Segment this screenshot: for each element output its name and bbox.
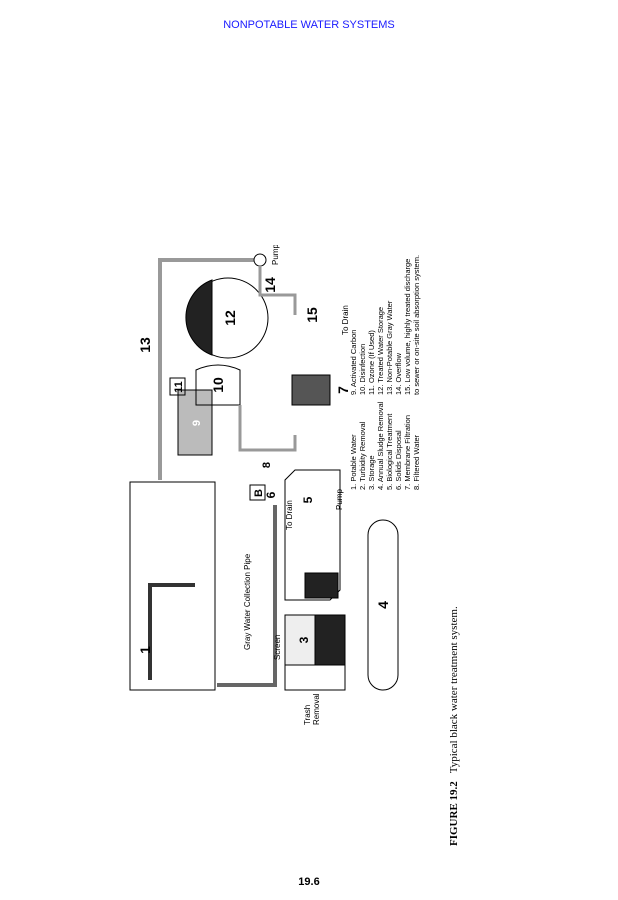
legend-item: 9. Activated Carbon [349, 330, 358, 395]
screen-label: Screen [273, 635, 282, 660]
diagram-svg: 1 2 3 4 5 6 7 8 9 10 11 12 13 14 15 B Tr… [129, 244, 421, 725]
overflow-pipe [258, 265, 297, 315]
label-11: 11 [173, 381, 185, 393]
house-box [129, 481, 216, 691]
pump-label: Pump [335, 489, 344, 510]
label-7: 7 [335, 386, 351, 394]
pump-icon [253, 253, 267, 267]
legend-item: 3. Storage [367, 455, 376, 490]
legend-item: 2. Turbidity Removal [358, 421, 367, 490]
legend-item: to sewer or on-site soil absorption syst… [412, 255, 421, 395]
legend: 1. Potable Water 2. Turbidity Removal 3.… [349, 255, 421, 490]
label-5: 5 [301, 496, 315, 503]
label-8: 8 [261, 462, 273, 468]
caption-text: Typical black water treatment system. [448, 606, 460, 774]
membrane-filter [291, 374, 331, 406]
label-2: 2 [309, 673, 323, 680]
label-6: 6 [264, 491, 278, 498]
legend-item: 14. Overflow [394, 352, 403, 395]
label-3: 3 [297, 636, 311, 643]
legend-item: 6. Solids Disposal [394, 430, 403, 490]
treatment-diagram: 1 2 3 4 5 6 7 8 9 10 11 12 13 14 15 B Tr… [120, 244, 440, 735]
removal-label: Removal [312, 693, 321, 725]
legend-item: 4. Annual Sludge Removal [376, 401, 385, 490]
figure-caption: FIGURE 19.2 Typical black water treatment… [448, 386, 462, 846]
potable-pipe [148, 583, 195, 680]
label-4: 4 [375, 601, 391, 609]
trash-label: Trash [303, 705, 312, 725]
filtered-pipe [238, 405, 297, 452]
solids-box [249, 484, 266, 501]
legend-item: 13. Non-Potable Gray Water [385, 300, 394, 395]
legend-item: 7. Membrane Filtration [403, 415, 412, 490]
label-b: B [253, 489, 265, 497]
legend-item: 5. Biological Treatment [385, 413, 394, 490]
running-header: NONPOTABLE WATER SYSTEMS [223, 19, 395, 31]
legend-item: 11. Ozone (If Used) [367, 330, 376, 395]
caption-label: FIGURE 19.2 [448, 781, 460, 846]
activated-carbon [177, 389, 213, 456]
label-1: 1 [137, 646, 153, 654]
tank-5-sludge [304, 572, 339, 599]
legend-item: 15. Low volume, highly treated discharge [403, 259, 412, 395]
tank-3-fill [314, 614, 346, 666]
label-9: 9 [191, 420, 203, 426]
label-14: 14 [262, 277, 278, 293]
page-number: 19.6 [298, 876, 320, 888]
ozone-box [169, 377, 186, 396]
legend-item: 8. Filtered Water [412, 434, 421, 490]
to-drain-label: To Drain [341, 305, 350, 335]
legend-item: 1. Potable Water [349, 434, 358, 490]
legend-item: 10. Disinfection [358, 344, 367, 395]
legend-item: 12. Treated Water Storage [376, 307, 385, 395]
disinfection-tank [195, 364, 241, 406]
tank-4 [367, 519, 399, 691]
gray-pipe-label: Gray Water Collection Pipe [243, 553, 252, 650]
gray-water-pipe [217, 505, 277, 687]
label-15: 15 [304, 307, 320, 323]
label-10: 10 [210, 377, 226, 393]
label-13: 13 [137, 337, 153, 353]
pipe-13 [158, 258, 260, 480]
storage-fill [185, 279, 213, 356]
to-drain-label: To Drain [285, 500, 294, 530]
tank-5 [284, 469, 341, 601]
label-12: 12 [222, 310, 238, 326]
pump-label: Pump [271, 245, 280, 265]
